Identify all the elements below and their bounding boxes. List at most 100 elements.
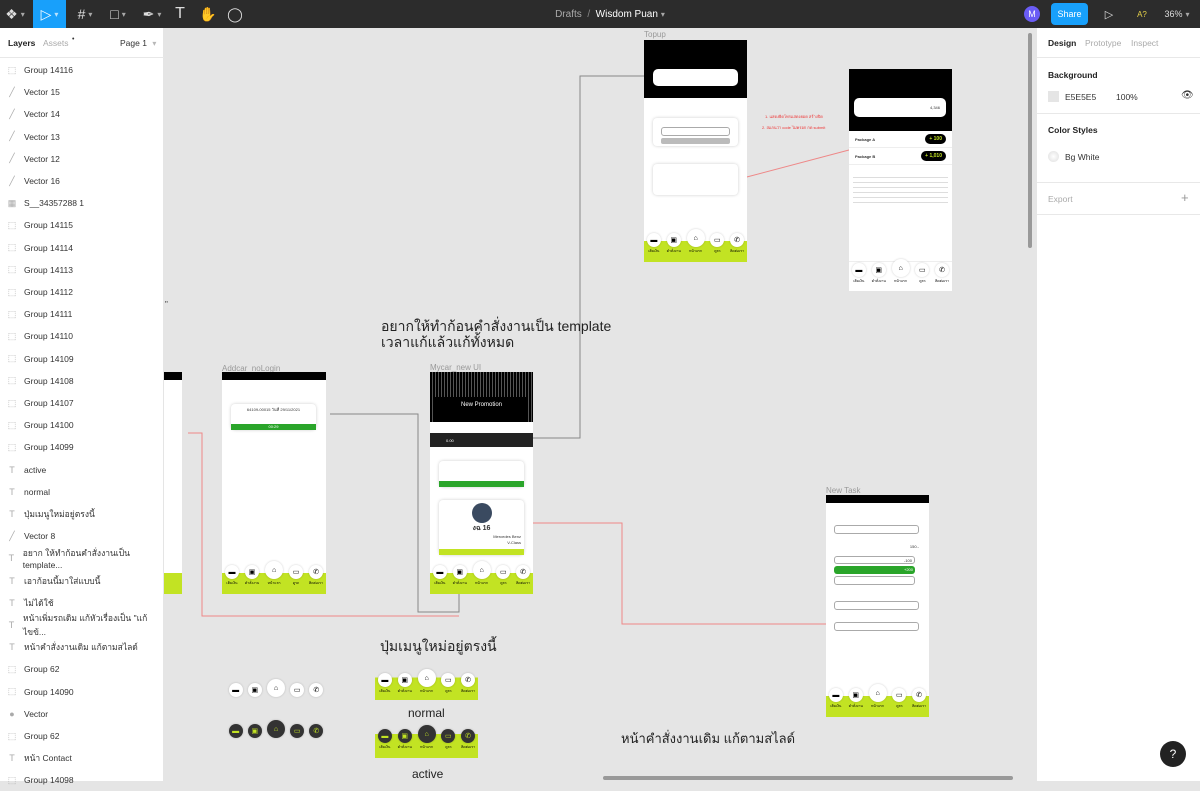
label-normal[interactable]: normal bbox=[408, 706, 445, 720]
nav-item-car[interactable]: ▭ bbox=[290, 724, 305, 738]
package-b-row[interactable]: Package B+ 1,010 bbox=[849, 148, 952, 165]
nav-item-car[interactable]: ▭ดูรถ bbox=[289, 565, 304, 586]
nav-item-topup[interactable]: ▬เติมเงิน bbox=[646, 233, 661, 254]
nav-item-topup[interactable]: ▬เติมเงิน bbox=[432, 565, 447, 586]
nav-item-topup[interactable]: ▬ bbox=[228, 724, 243, 738]
nav-item-task[interactable]: ▣คำสั่งงาน bbox=[245, 565, 259, 586]
layer-item[interactable]: ╱Vector 14 bbox=[0, 103, 164, 125]
page-dropdown[interactable]: Page 1 ▾ bbox=[120, 38, 157, 48]
navbar-normal[interactable]: ▬เติมเงิน▣คำสั่งงาน⌂หน้าแรก▭ดูรถ✆ติดต่อเ… bbox=[375, 669, 478, 700]
layer-item[interactable]: ╱Vector 15 bbox=[0, 81, 164, 103]
layer-item[interactable]: ●Vector bbox=[0, 703, 164, 725]
nav-item-home[interactable]: ⌂หน้าแรก bbox=[472, 561, 491, 586]
frame-label-addcar[interactable]: Addcar_noLogin bbox=[222, 364, 281, 373]
nav-item-phone[interactable]: ✆ติดต่อเรา bbox=[935, 263, 950, 284]
present-icon[interactable]: ▷ bbox=[1104, 8, 1114, 21]
layer-item[interactable]: ⬚Group 14100 bbox=[0, 414, 164, 436]
hand-tool-icon[interactable]: ✋ bbox=[199, 5, 217, 22]
nav-item-home[interactable]: ⌂ bbox=[266, 679, 285, 697]
tab-inspect[interactable]: Inspect bbox=[1131, 38, 1159, 48]
nav-item-home[interactable]: ⌂หน้าแรก bbox=[868, 684, 887, 709]
layer-item[interactable]: ⬚Group 14110 bbox=[0, 325, 164, 347]
tab-prototype[interactable]: Prototype bbox=[1085, 38, 1122, 48]
layer-item[interactable]: ⬚Group 14112 bbox=[0, 281, 164, 303]
nav-item-topup[interactable]: ▬เติมเงิน bbox=[377, 729, 392, 750]
layer-item[interactable]: ⬚Group 14090 bbox=[0, 681, 164, 703]
option-1[interactable]: -100 bbox=[834, 556, 915, 564]
eye-icon[interactable]: 👁 bbox=[1181, 90, 1194, 101]
nav-item-task[interactable]: ▣คำสั่งงาน bbox=[849, 688, 863, 709]
layer-item[interactable]: ▦S__34357288 1 bbox=[0, 192, 164, 214]
nav-item-topup[interactable]: ▬เติมเงิน bbox=[224, 565, 239, 586]
tab-design[interactable]: Design bbox=[1048, 38, 1077, 48]
frame-partial[interactable] bbox=[164, 372, 182, 594]
frame-label-topup[interactable]: Topup bbox=[644, 30, 666, 39]
layer-item[interactable]: ╱Vector 8 bbox=[0, 525, 164, 547]
label-active[interactable]: active bbox=[412, 767, 444, 781]
nav-item-phone[interactable]: ✆ติดต่อเรา bbox=[461, 729, 476, 750]
frame-label-mycar[interactable]: Mycar_new UI bbox=[430, 363, 482, 372]
layer-item[interactable]: ⬚Group 14116 bbox=[0, 59, 164, 81]
nav-item-topup[interactable]: ▬ bbox=[228, 683, 243, 697]
nav-item-task[interactable]: ▣คำสั่งงาน bbox=[667, 233, 681, 254]
layer-item[interactable]: ⬚Group 14107 bbox=[0, 392, 164, 414]
frame-tool-icon[interactable]: #▾ bbox=[77, 6, 93, 22]
nav-item-home[interactable]: ⌂หน้าแรก bbox=[417, 725, 436, 750]
color-style-bg-white[interactable]: Bg White bbox=[1065, 152, 1100, 162]
nav-item-car[interactable]: ▭ดูรถ bbox=[892, 688, 907, 709]
layer-item[interactable]: ⬚Group 14098 bbox=[0, 769, 164, 791]
nav-item-car[interactable]: ▭ดูรถ bbox=[496, 565, 511, 586]
navbar-active[interactable]: ▬เติมเงิน▣คำสั่งงาน⌂หน้าแรก▭ดูรถ✆ติดต่อเ… bbox=[375, 725, 478, 758]
file-title[interactable]: Drafts / Wisdom Puan▾ bbox=[555, 8, 665, 20]
layer-item[interactable]: ⬚Group 14111 bbox=[0, 303, 164, 325]
background-hex-input[interactable]: E5E5E5 bbox=[1065, 92, 1097, 102]
balance-bar[interactable]: 0.00 bbox=[430, 433, 533, 447]
file-location[interactable]: Drafts bbox=[555, 8, 582, 20]
nav-item-task[interactable]: ▣ bbox=[247, 724, 262, 738]
layer-item[interactable]: ⬚Group 62 bbox=[0, 658, 164, 680]
layer-item[interactable]: ⬚Group 62 bbox=[0, 725, 164, 747]
figma-menu-icon[interactable]: ❖▾ bbox=[5, 5, 25, 22]
nav-item-task[interactable]: ▣คำสั่งงาน bbox=[398, 673, 412, 694]
nav-item-topup[interactable]: ▬เติมเงิน bbox=[377, 673, 392, 694]
horizontal-scrollbar[interactable] bbox=[603, 776, 1013, 780]
tab-layers[interactable]: Layers bbox=[8, 38, 36, 48]
rectangle-tool-icon[interactable]: □▾ bbox=[110, 6, 126, 22]
nav-item-car[interactable]: ▭ดูรถ bbox=[441, 729, 456, 750]
nav-item-phone[interactable]: ✆ติดต่อเรา bbox=[309, 565, 323, 586]
nav-item-topup[interactable]: ▬เติมเงิน bbox=[828, 688, 843, 709]
nav-item-car[interactable]: ▭ bbox=[290, 683, 305, 697]
package-b-button[interactable]: + 1,010 bbox=[921, 151, 946, 161]
nav-item-phone[interactable]: ✆ติดต่อเรา bbox=[730, 233, 745, 254]
layer-item[interactable]: ⬚Group 14114 bbox=[0, 237, 164, 259]
nav-item-home[interactable]: ⌂หน้าแรก bbox=[265, 561, 284, 586]
annotation-task[interactable]: หน้าคำสั่งงานเดิม แก้ตามสไลด์ bbox=[621, 731, 796, 746]
frame-label-newtask[interactable]: New Task bbox=[826, 486, 861, 495]
option-2-selected[interactable]: +200 bbox=[834, 566, 915, 574]
layer-item[interactable]: ╱Vector 16 bbox=[0, 170, 164, 192]
nav-item-phone[interactable]: ✆ bbox=[309, 724, 324, 738]
avatar[interactable]: M bbox=[1024, 6, 1040, 22]
file-name[interactable]: Wisdom Puan bbox=[595, 8, 658, 20]
nav-item-task[interactable]: ▣คำสั่งงาน bbox=[872, 263, 886, 284]
frame-new-task[interactable]: 150.- -100 +200 ▬เติมเงิน▣คำสั่งงาน⌂หน้า… bbox=[826, 495, 929, 717]
vertical-scrollbar[interactable] bbox=[1028, 33, 1032, 248]
nav-item-phone[interactable]: ✆ติดต่อเรา bbox=[516, 565, 531, 586]
nav-item-phone[interactable]: ✆ติดต่อเรา bbox=[912, 688, 927, 709]
share-button[interactable]: Share bbox=[1051, 3, 1088, 25]
nav-item-car[interactable]: ▭ดูรถ bbox=[710, 233, 725, 254]
nav-item-topup[interactable]: ▬เติมเงิน bbox=[851, 263, 866, 284]
tab-assets[interactable]: Assets bbox=[43, 38, 69, 48]
nav-item-car[interactable]: ▭ดูรถ bbox=[441, 673, 456, 694]
text-tool-icon[interactable]: T bbox=[175, 5, 185, 22]
annotation-menu[interactable]: ปุ่มเมนูใหม่อยู่ตรงนี้ bbox=[380, 638, 497, 654]
